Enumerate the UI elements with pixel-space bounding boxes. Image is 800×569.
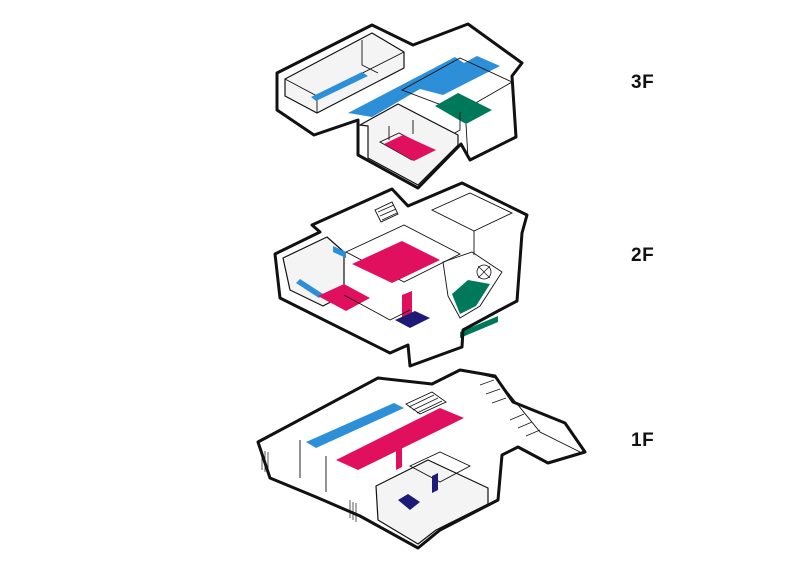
- room-fill-blue: [348, 56, 500, 117]
- room-fill-magenta: [384, 135, 436, 161]
- room-fill-green: [435, 93, 492, 124]
- room-fill-blue: [296, 279, 323, 298]
- floor-2f-block: [273, 181, 529, 368]
- room-fill-blue: [333, 246, 346, 258]
- floor-label-1f: 1F: [631, 430, 655, 451]
- room-fill-magenta: [352, 241, 440, 283]
- room-fill-navy: [398, 494, 420, 510]
- room-fill-navy: [432, 473, 438, 493]
- room-fill-blue: [311, 72, 368, 101]
- room-fill-magenta: [396, 447, 402, 470]
- floor-1f-block: [256, 368, 587, 550]
- floor-3f-block: [275, 22, 524, 190]
- room-fill-green: [452, 280, 490, 314]
- floor-label-2f: 2F: [631, 245, 655, 266]
- room-fill-magenta: [336, 408, 464, 470]
- stair-upper-left: [374, 201, 399, 223]
- stair-main-hall: [405, 391, 447, 415]
- spiral-stair: [476, 264, 492, 280]
- room-fill-magenta: [318, 284, 370, 311]
- floor-label-3f: 3F: [631, 72, 655, 93]
- room-fill-navy: [395, 311, 430, 328]
- room-fill-green: [460, 316, 498, 338]
- room-fill-blue: [306, 403, 404, 448]
